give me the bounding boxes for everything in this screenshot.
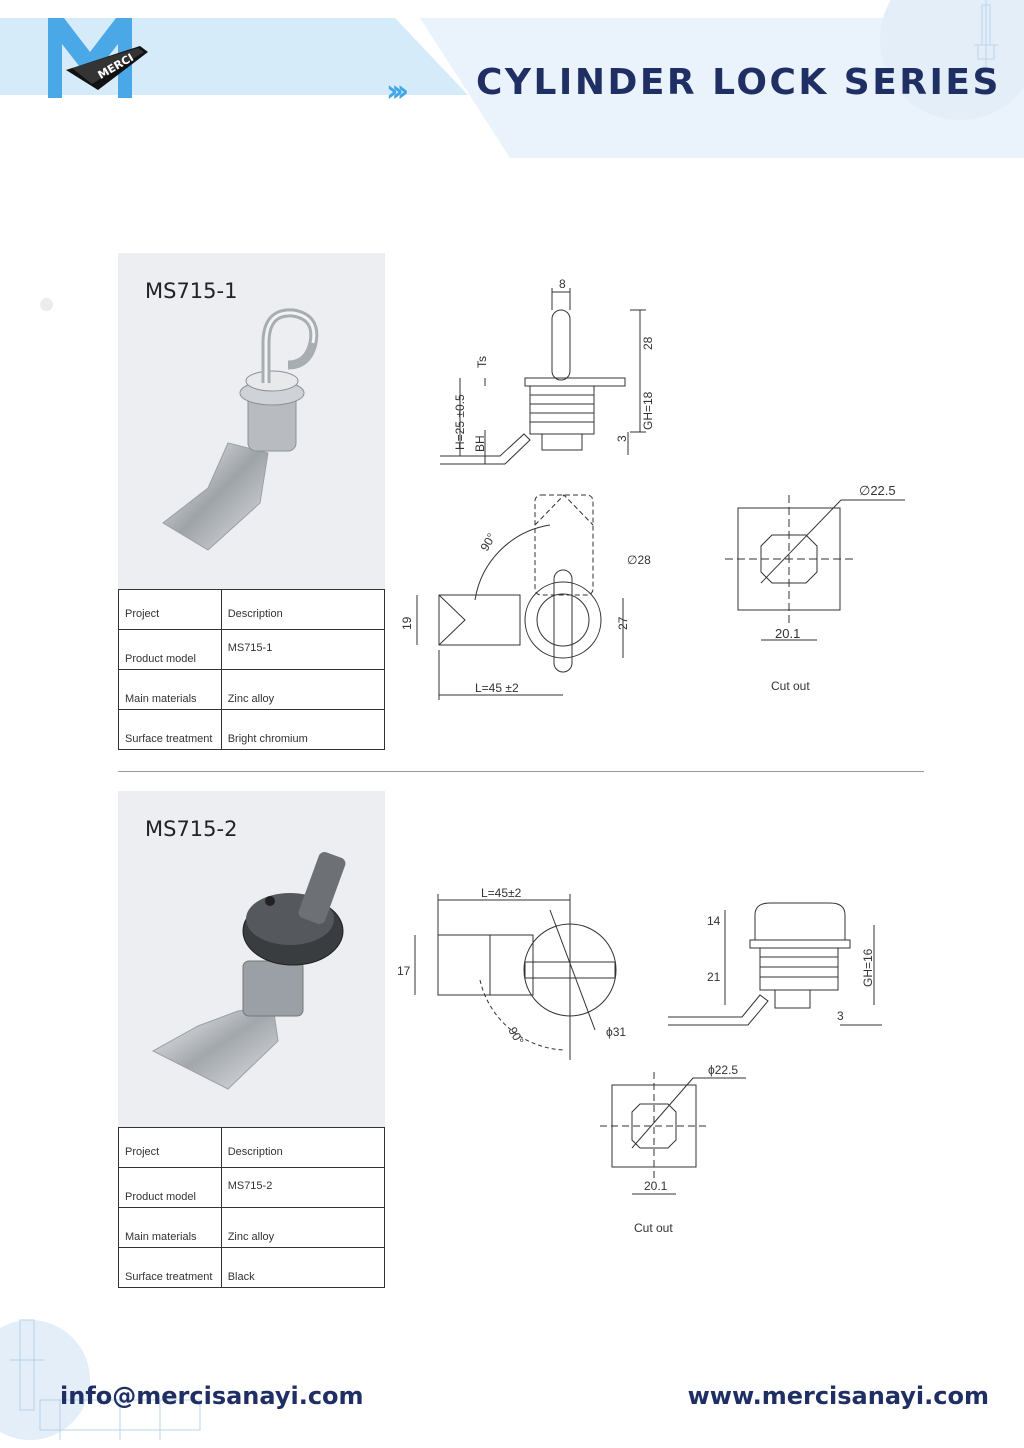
dim-dia31: ϕ31 [606, 1025, 626, 1039]
dim-ts: Ts [475, 356, 489, 368]
surface-treatment-label: Surface treatment [118, 709, 222, 750]
cutout-caption: Cut out [634, 1221, 673, 1235]
project-label: Project [118, 1127, 222, 1168]
spec-table-ms715-2: Project Description Product model MS715-… [118, 1127, 386, 1288]
product-panel-ms715-1: MS715-1 [118, 253, 385, 589]
spec-table-ms715-1: Project Description Product model MS715-… [118, 589, 386, 750]
front-view-drawing-ms715-1: 90° ∅28 19 27 L=45 ±2 [400, 494, 651, 700]
side-view-drawing-ms715-1: 8 28 GH=18 3 Ts H=25 ±0.5 BH [440, 277, 655, 465]
cutout-drawing-ms715-1: ∅22.5 20.1 [725, 483, 905, 641]
surface-treatment-value: Black [220, 1247, 386, 1288]
corner-drawing-decoration [974, 0, 998, 70]
footer-drawing-decoration [0, 1319, 201, 1440]
dim-gh: GH=16 [861, 948, 875, 987]
cutout-drawing-ms715-2: ϕ22.5 20.1 [600, 1063, 746, 1195]
dim-twentyone: 21 [707, 970, 721, 984]
side-view-drawing-ms715-2: 14 21 GH=16 3 [668, 902, 882, 1026]
dim-dia28: ∅28 [627, 553, 651, 567]
front-view-drawing-ms715-2: L=45±2 17 90° ϕ31 [397, 886, 626, 1060]
decorative-dot [40, 298, 53, 311]
cutout-diameter: ϕ22.5 [708, 1063, 738, 1077]
dim-height-28: 28 [641, 336, 655, 350]
product-model-label: Product model [118, 1167, 222, 1208]
dim-h: H=25 ±0.5 [453, 394, 467, 450]
description-label: Description [220, 1127, 386, 1168]
cutout-caption: Cut out [771, 679, 810, 693]
product-model-title: MS715-1 [145, 279, 238, 303]
dim-twentyseven: 27 [616, 616, 630, 630]
page-title: CYLINDER LOCK SERIES [476, 62, 1001, 103]
dim-three: 3 [837, 1009, 844, 1023]
main-materials-value: Zinc alloy [220, 1207, 386, 1248]
dim-length: L=45 ±2 [475, 681, 519, 695]
description-label: Description [220, 589, 386, 630]
product-model-value: MS715-1 [220, 629, 386, 670]
title-arrows: ››› [386, 74, 409, 109]
dim-seventeen: 17 [397, 964, 411, 978]
dim-angle: 90° [477, 531, 498, 554]
product-model-title: MS715-2 [145, 817, 238, 841]
dim-gh: GH=18 [641, 391, 655, 430]
dim-fourteen: 14 [707, 914, 721, 928]
product-photo-ms715-1 [162, 308, 319, 551]
dim-length: L=45±2 [481, 886, 522, 900]
product-panel-ms715-2: MS715-2 [118, 791, 385, 1127]
dim-three: 3 [615, 435, 629, 442]
section-divider [118, 771, 924, 772]
merci-logo: MERCI [48, 18, 148, 98]
footer-email[interactable]: info@mercisanayi.com [60, 1382, 364, 1410]
product-photo-ms715-2 [151, 852, 346, 1090]
main-materials-value: Zinc alloy [220, 669, 386, 710]
cutout-diameter: ∅22.5 [859, 483, 896, 498]
surface-treatment-value: Bright chromium [220, 709, 386, 750]
main-materials-label: Main materials [118, 669, 222, 710]
dim-stem-width: 8 [559, 277, 566, 291]
product-model-value: MS715-2 [220, 1167, 386, 1208]
cutout-width: 20.1 [775, 626, 800, 641]
cutout-width: 20.1 [644, 1179, 668, 1193]
dim-nineteen: 19 [400, 616, 414, 630]
product-model-label: Product model [118, 629, 222, 670]
surface-treatment-label: Surface treatment [118, 1247, 222, 1288]
footer-website[interactable]: www.mercisanayi.com [687, 1382, 989, 1410]
main-materials-label: Main materials [118, 1207, 222, 1248]
dim-bh: BH [473, 435, 487, 452]
project-label: Project [118, 589, 222, 630]
